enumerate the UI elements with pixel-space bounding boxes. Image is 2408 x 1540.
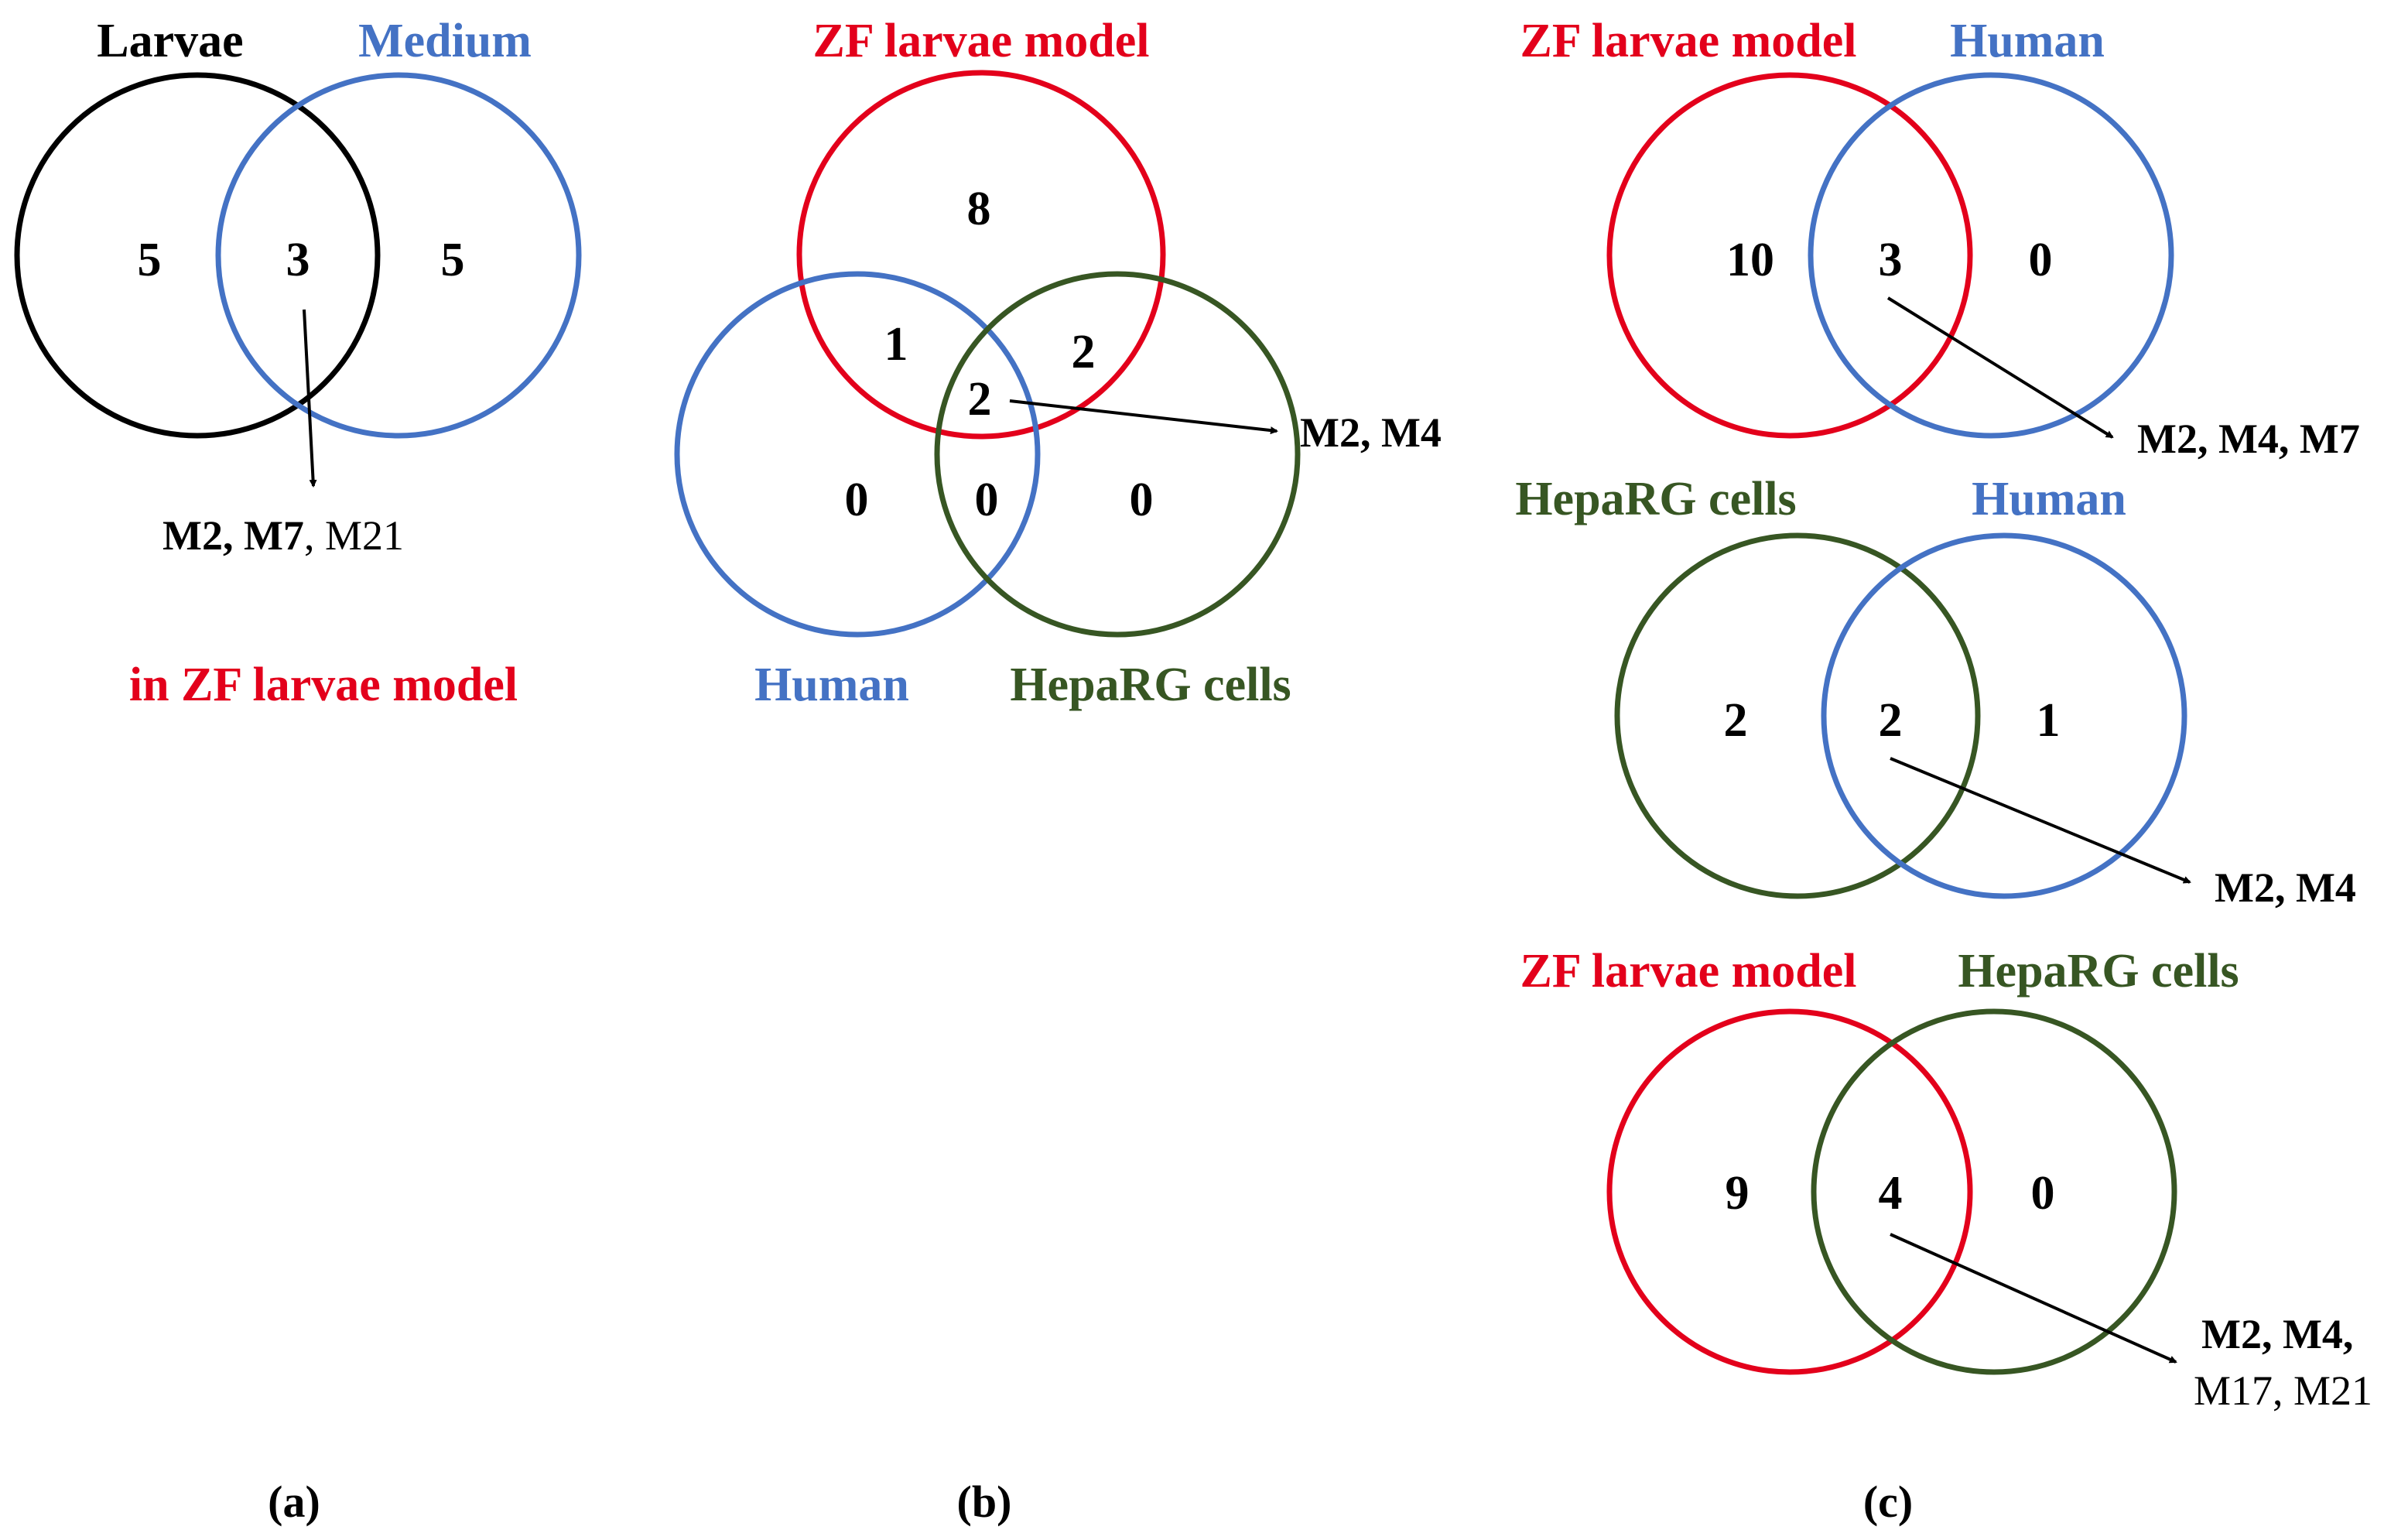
panel-label-c: (c) (1863, 1477, 1913, 1527)
arrow-overlap-c1 (1886, 296, 2114, 439)
arrow-overlap-a (303, 309, 317, 488)
arrow-overlap-c3 (1890, 1233, 2177, 1364)
region-human-only: 0 (2029, 234, 2053, 286)
region-larvae-only: 5 (138, 234, 162, 286)
arrow-center-b (1009, 399, 1278, 435)
venn-c1: ZF larvae model Human 10 3 0 M2, M4, M7 (1520, 15, 2359, 462)
region-zf-human: 1 (884, 318, 908, 371)
region-center: 2 (968, 373, 992, 426)
overlap-metabolites-c1: M2, M4, M7 (2137, 416, 2360, 462)
region-zf-heparg: 2 (1072, 326, 1096, 378)
venn-circle-human (1808, 72, 2174, 439)
set-label-zf: ZF larvae model (1520, 945, 1856, 998)
set-label-human: Human (1950, 15, 2105, 67)
venn-circle-larvae (14, 72, 381, 439)
region-heparg-only: 0 (1130, 474, 1154, 526)
venn-circle-heparg (1811, 1008, 2177, 1375)
set-label-larvae: Larvae (97, 15, 243, 67)
venn-circle-zf (796, 70, 1166, 440)
region-overlap: 4 (1879, 1167, 1903, 1220)
region-overlap: 2 (1879, 694, 1903, 747)
panel-label-b: (b) (957, 1477, 1012, 1527)
region-zf-only: 8 (967, 183, 991, 235)
overlap-metabolites-c3-bold: M2, M4, (2201, 1311, 2353, 1357)
region-zf-only: 9 (1726, 1167, 1750, 1220)
region-heparg-only: 0 (2031, 1167, 2055, 1220)
region-heparg-only: 2 (1724, 694, 1748, 747)
overlap-metabolites-c2: M2, M4 (2215, 864, 2356, 911)
venn-circle-heparg (934, 271, 1301, 638)
center-metabolites-b: M2, M4 (1300, 409, 1442, 456)
region-medium-only: 5 (441, 234, 465, 286)
set-label-heparg: HepaRG cells (1958, 945, 2239, 998)
venn-c2: HepaRG cells Human 2 2 1 M2, M4 (1515, 473, 2356, 911)
set-label-medium: Medium (358, 15, 532, 67)
arrow-overlap-c2 (1890, 757, 2191, 884)
set-label-zf: ZF larvae model (812, 15, 1149, 67)
venn-circle-human (674, 271, 1041, 638)
set-label-zf: ZF larvae model (1520, 15, 1856, 67)
venn-circle-medium (215, 72, 582, 439)
panel-a: Larvae Medium 5 3 5 M2, M7, M21 in ZF la… (14, 15, 582, 1527)
venn-circle-heparg (1614, 532, 1981, 899)
panel-b: ZF larvae model Human HepaRG cells 8 1 2… (674, 15, 1442, 1527)
panel-c: ZF larvae model Human 10 3 0 M2, M4, M7 … (1515, 15, 2372, 1527)
overlap-metabolites-c3-plain: M17, M21 (2194, 1367, 2372, 1414)
overlap-metabolites-a: M2, M7, M21 (162, 512, 404, 559)
region-human-heparg: 0 (975, 474, 999, 526)
region-overlap: 3 (1879, 234, 1903, 286)
venn-circle-zf (1606, 1008, 1973, 1375)
set-label-heparg: HepaRG cells (1010, 659, 1291, 711)
region-zf-only: 10 (1726, 234, 1774, 286)
set-label-human: Human (754, 659, 909, 711)
region-human-only: 0 (845, 474, 869, 526)
region-human-only: 1 (2037, 694, 2061, 747)
set-label-heparg: HepaRG cells (1515, 473, 1796, 525)
venn-c3: ZF larvae model HepaRG cells 9 4 0 M2, M… (1520, 945, 2372, 1414)
set-label-human: Human (1972, 473, 2126, 525)
caption-zf-larvae-model: in ZF larvae model (129, 659, 518, 711)
venn-circle-zf (1606, 72, 1973, 439)
panel-label-a: (a) (268, 1477, 320, 1527)
region-larvae-medium-overlap: 3 (286, 234, 310, 286)
venn-circle-human (1821, 532, 2187, 899)
